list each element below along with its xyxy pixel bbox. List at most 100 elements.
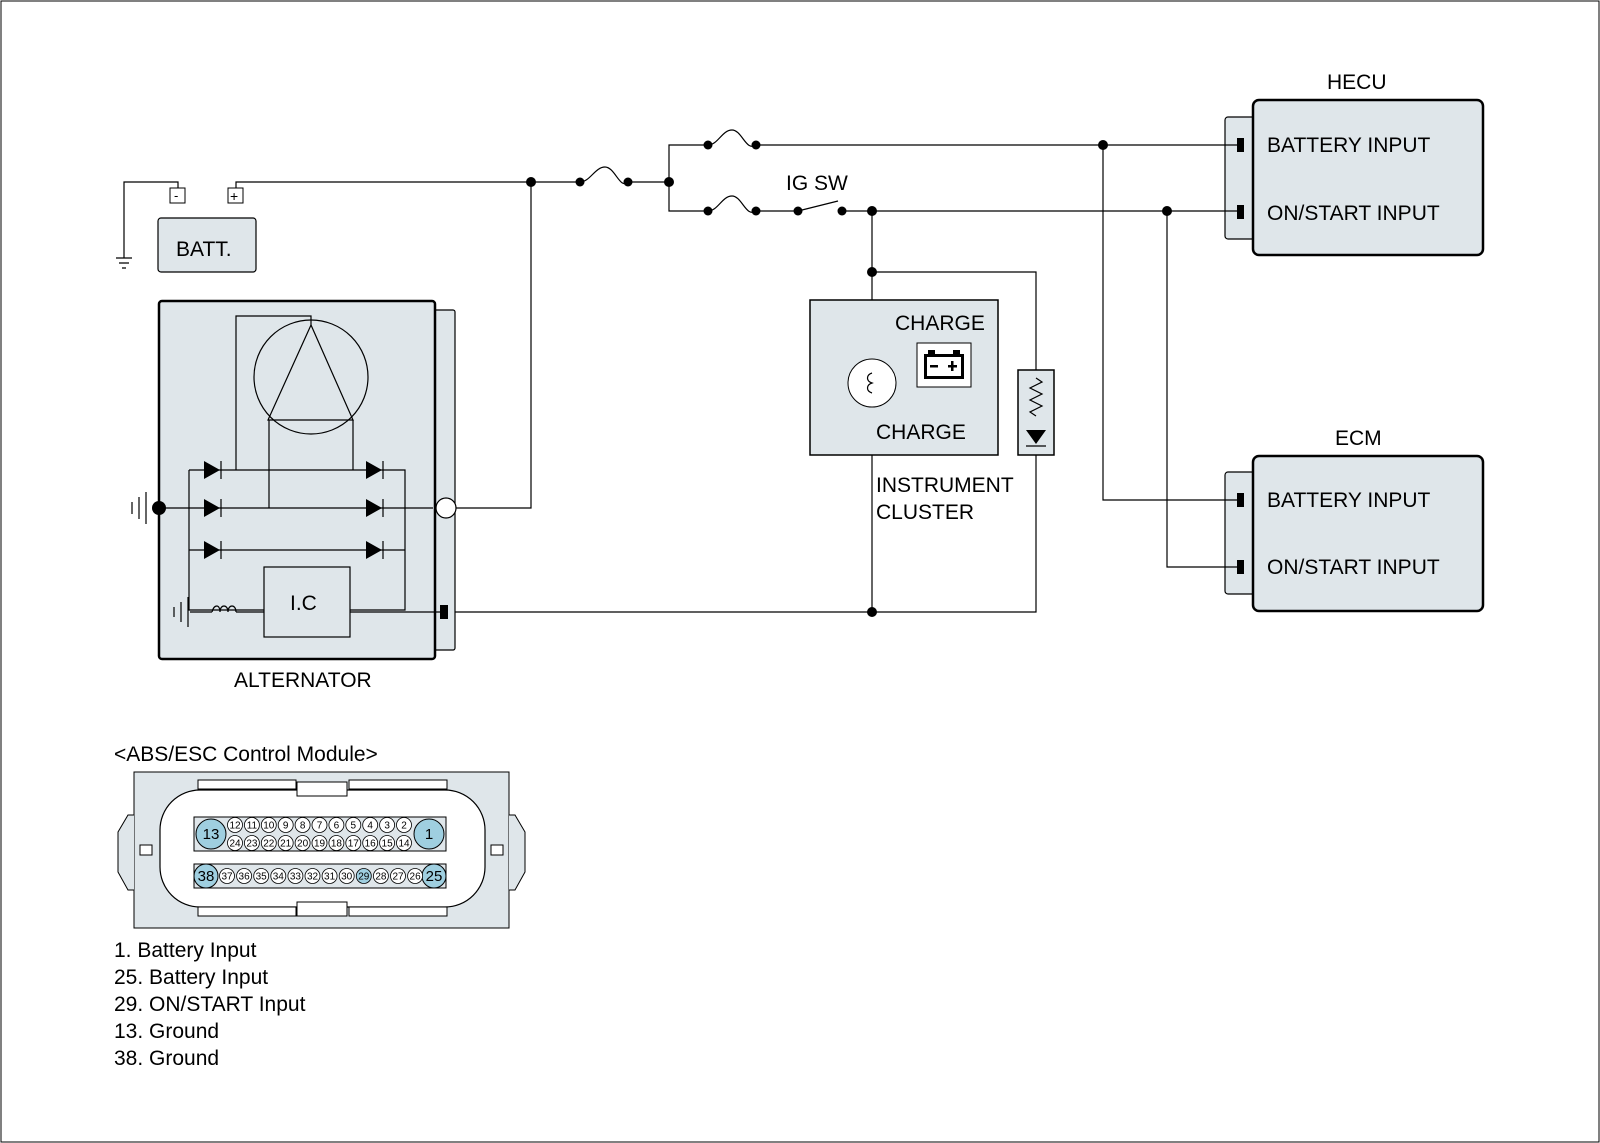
pin-label: 31 bbox=[324, 872, 336, 883]
pin-26 bbox=[407, 868, 424, 884]
battery-negative-terminal bbox=[169, 187, 186, 204]
pin-legend: 1. Battery Input 25. Battery Input 29. O… bbox=[114, 939, 306, 1070]
pin-17 bbox=[345, 835, 362, 851]
instrument-cluster: CHARGE CHARGE INSTRUMENT CLUSTER bbox=[809, 299, 1055, 524]
pin-label: 11 bbox=[247, 821, 258, 832]
pin-label: 12 bbox=[229, 821, 241, 832]
cluster-label: CLUSTER bbox=[876, 501, 974, 524]
pin-4 bbox=[362, 817, 379, 833]
pin-9 bbox=[277, 817, 294, 833]
legend-item: 13. Ground bbox=[114, 1020, 219, 1043]
ecm-on-start-input-label: ON/START INPUT bbox=[1267, 556, 1440, 579]
pin-29 bbox=[355, 868, 372, 884]
pin-label: 24 bbox=[229, 839, 241, 850]
pin-20 bbox=[294, 835, 311, 851]
pin-label: 2 bbox=[401, 821, 407, 832]
ecm-title: ECM bbox=[1335, 427, 1382, 450]
pin-33 bbox=[287, 868, 304, 884]
battery-minus-sign: - bbox=[174, 188, 178, 203]
pin-label: 6 bbox=[334, 821, 340, 832]
pin-8 bbox=[294, 817, 311, 833]
pin-label: 9 bbox=[283, 821, 289, 832]
ecm-battery-input-label: BATTERY INPUT bbox=[1267, 489, 1431, 512]
pin-32 bbox=[304, 868, 321, 884]
pin-label: 22 bbox=[263, 839, 275, 850]
pin-label: 3 bbox=[384, 821, 390, 832]
alternator-l-terminal bbox=[440, 605, 448, 619]
pin-label: 1 bbox=[425, 826, 433, 843]
battery-positive-terminal bbox=[227, 187, 244, 204]
pin-label: 15 bbox=[382, 839, 394, 850]
charge-label-bottom: CHARGE bbox=[876, 421, 966, 444]
ic-label: I.C bbox=[290, 592, 317, 615]
pin-label: 38 bbox=[198, 868, 215, 885]
pin-1 bbox=[413, 818, 445, 850]
pin-30 bbox=[338, 868, 355, 884]
diode bbox=[1026, 430, 1046, 444]
battery-label: BATT. bbox=[176, 238, 232, 261]
pin-label: 20 bbox=[297, 839, 309, 850]
pin-11 bbox=[243, 817, 260, 833]
pin-label: 23 bbox=[246, 839, 258, 850]
pin-label: 28 bbox=[375, 872, 387, 883]
rectifier-diodes bbox=[204, 461, 384, 559]
pin-18 bbox=[328, 835, 345, 851]
pin-label: 34 bbox=[273, 872, 285, 883]
stator-windings bbox=[267, 323, 354, 421]
hecu-box bbox=[1251, 98, 1485, 257]
pin-7 bbox=[311, 817, 328, 833]
pin-label: 30 bbox=[341, 872, 353, 883]
pin-27 bbox=[390, 868, 406, 884]
connector-title: <ABS/ESC Control Module> bbox=[114, 743, 378, 766]
legend-item: 1. Battery Input bbox=[114, 939, 257, 962]
pin-21 bbox=[277, 835, 294, 851]
pin-label: 27 bbox=[392, 872, 404, 883]
legend-item: 38. Ground bbox=[114, 1047, 219, 1070]
pin-3 bbox=[379, 817, 396, 833]
alternator: I.C ALTERNATOR bbox=[131, 299, 457, 692]
pin-label: 33 bbox=[290, 872, 302, 883]
pin-label: 17 bbox=[348, 839, 360, 850]
charge-label-top: CHARGE bbox=[895, 312, 985, 335]
pin-35 bbox=[253, 868, 270, 884]
pin-label: 10 bbox=[263, 821, 275, 832]
pin-10 bbox=[260, 817, 277, 833]
pin-label: 35 bbox=[256, 872, 268, 883]
instrument-label: INSTRUMENT bbox=[876, 474, 1014, 497]
ecm-pin-on-start bbox=[1237, 560, 1244, 574]
pin-13 bbox=[195, 818, 227, 850]
pin-label: 25 bbox=[426, 868, 443, 885]
legend-item: 29. ON/START Input bbox=[114, 993, 306, 1016]
pin-31 bbox=[321, 868, 338, 884]
pin-label: 19 bbox=[314, 839, 326, 850]
alternator-label: ALTERNATOR bbox=[234, 669, 372, 692]
pin-label: 13 bbox=[203, 826, 220, 843]
ecm-module: ECM BATTERY INPUT ON/START INPUT bbox=[1224, 427, 1485, 613]
battery-icon bbox=[924, 350, 964, 379]
pin-28 bbox=[372, 868, 389, 884]
ig-sw-label: IG SW bbox=[786, 172, 848, 195]
pin-label: 21 bbox=[280, 839, 292, 850]
pin-5 bbox=[345, 817, 362, 833]
hecu-on-start-input-label: ON/START INPUT bbox=[1267, 202, 1440, 225]
pin-label: 26 bbox=[410, 872, 422, 883]
junction-dots bbox=[526, 140, 1172, 617]
battery-plus-sign: + bbox=[230, 188, 238, 204]
ecm-pin-battery bbox=[1237, 493, 1244, 507]
pin-14 bbox=[396, 835, 412, 851]
pin-label: 14 bbox=[398, 839, 410, 850]
ecm-box bbox=[1251, 454, 1485, 613]
pin-label: 7 bbox=[317, 821, 323, 832]
battery: - + BATT. bbox=[157, 187, 257, 273]
pin-37 bbox=[219, 868, 235, 884]
pin-label: 36 bbox=[239, 872, 251, 883]
wiring-lines bbox=[116, 129, 1237, 613]
legend-item: 25. Battery Input bbox=[114, 966, 268, 989]
alternator-b-terminal bbox=[435, 497, 457, 519]
hecu-battery-input-label: BATTERY INPUT bbox=[1267, 134, 1431, 157]
alternator-ground-terminal bbox=[152, 501, 166, 515]
pin-23 bbox=[243, 835, 260, 851]
ic-box bbox=[263, 566, 351, 638]
